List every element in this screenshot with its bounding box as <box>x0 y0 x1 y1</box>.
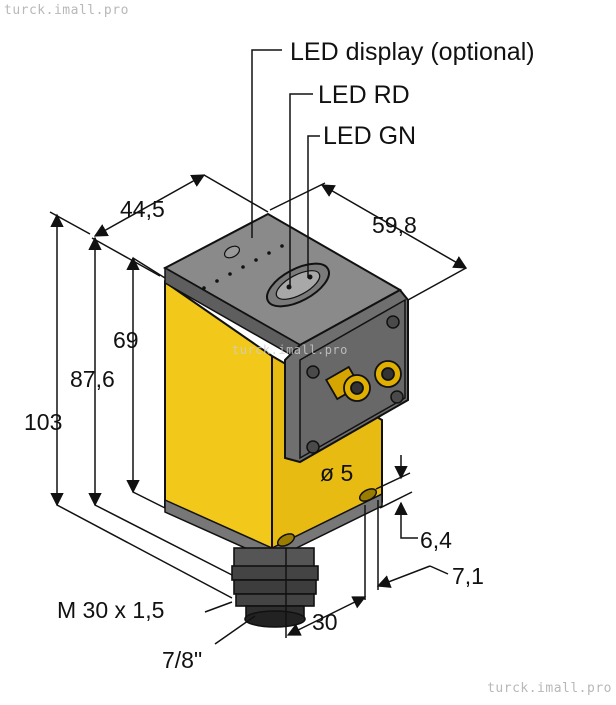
dimension-lines <box>49 174 468 645</box>
watermark-center: turck.imall.pro <box>232 343 348 357</box>
dim-hole-diameter: ø 5 <box>320 460 353 486</box>
watermark-top-left: turck.imall.pro <box>4 3 129 18</box>
screw-icons <box>306 315 404 454</box>
watermark-bottom-right: turck.imall.pro <box>487 681 612 696</box>
connector <box>231 547 319 628</box>
callout-led-rd: LED RD <box>318 81 410 109</box>
callout-leaders <box>251 49 320 286</box>
dim-hole-spacing: 30 <box>312 609 338 635</box>
led-display-dots <box>202 244 284 290</box>
mounting-hole-left <box>276 533 296 547</box>
dim-hole-offset: 6,4 <box>420 527 452 553</box>
dim-hole-inset: 7,1 <box>452 563 484 589</box>
callout-led-gn: LED GN <box>323 122 416 150</box>
leader-led-display <box>251 49 282 238</box>
dim-width: 44,5 <box>120 196 165 222</box>
dim-thread: M 30 x 1,5 <box>57 597 164 623</box>
dim-connector: 7/8" <box>162 647 202 673</box>
callout-led-display: LED display (optional) <box>290 38 535 66</box>
potentiometer-icons <box>325 360 402 402</box>
leader-led-gn <box>307 135 320 278</box>
button-icon <box>223 245 241 259</box>
dim-depth: 59,8 <box>372 212 417 238</box>
leader-led-rd <box>289 93 313 286</box>
dim-height-mid: 87,6 <box>70 366 115 392</box>
mounting-hole-right <box>358 488 378 502</box>
dim-body-height: 69 <box>113 327 139 353</box>
dim-height-total: 103 <box>24 409 62 435</box>
